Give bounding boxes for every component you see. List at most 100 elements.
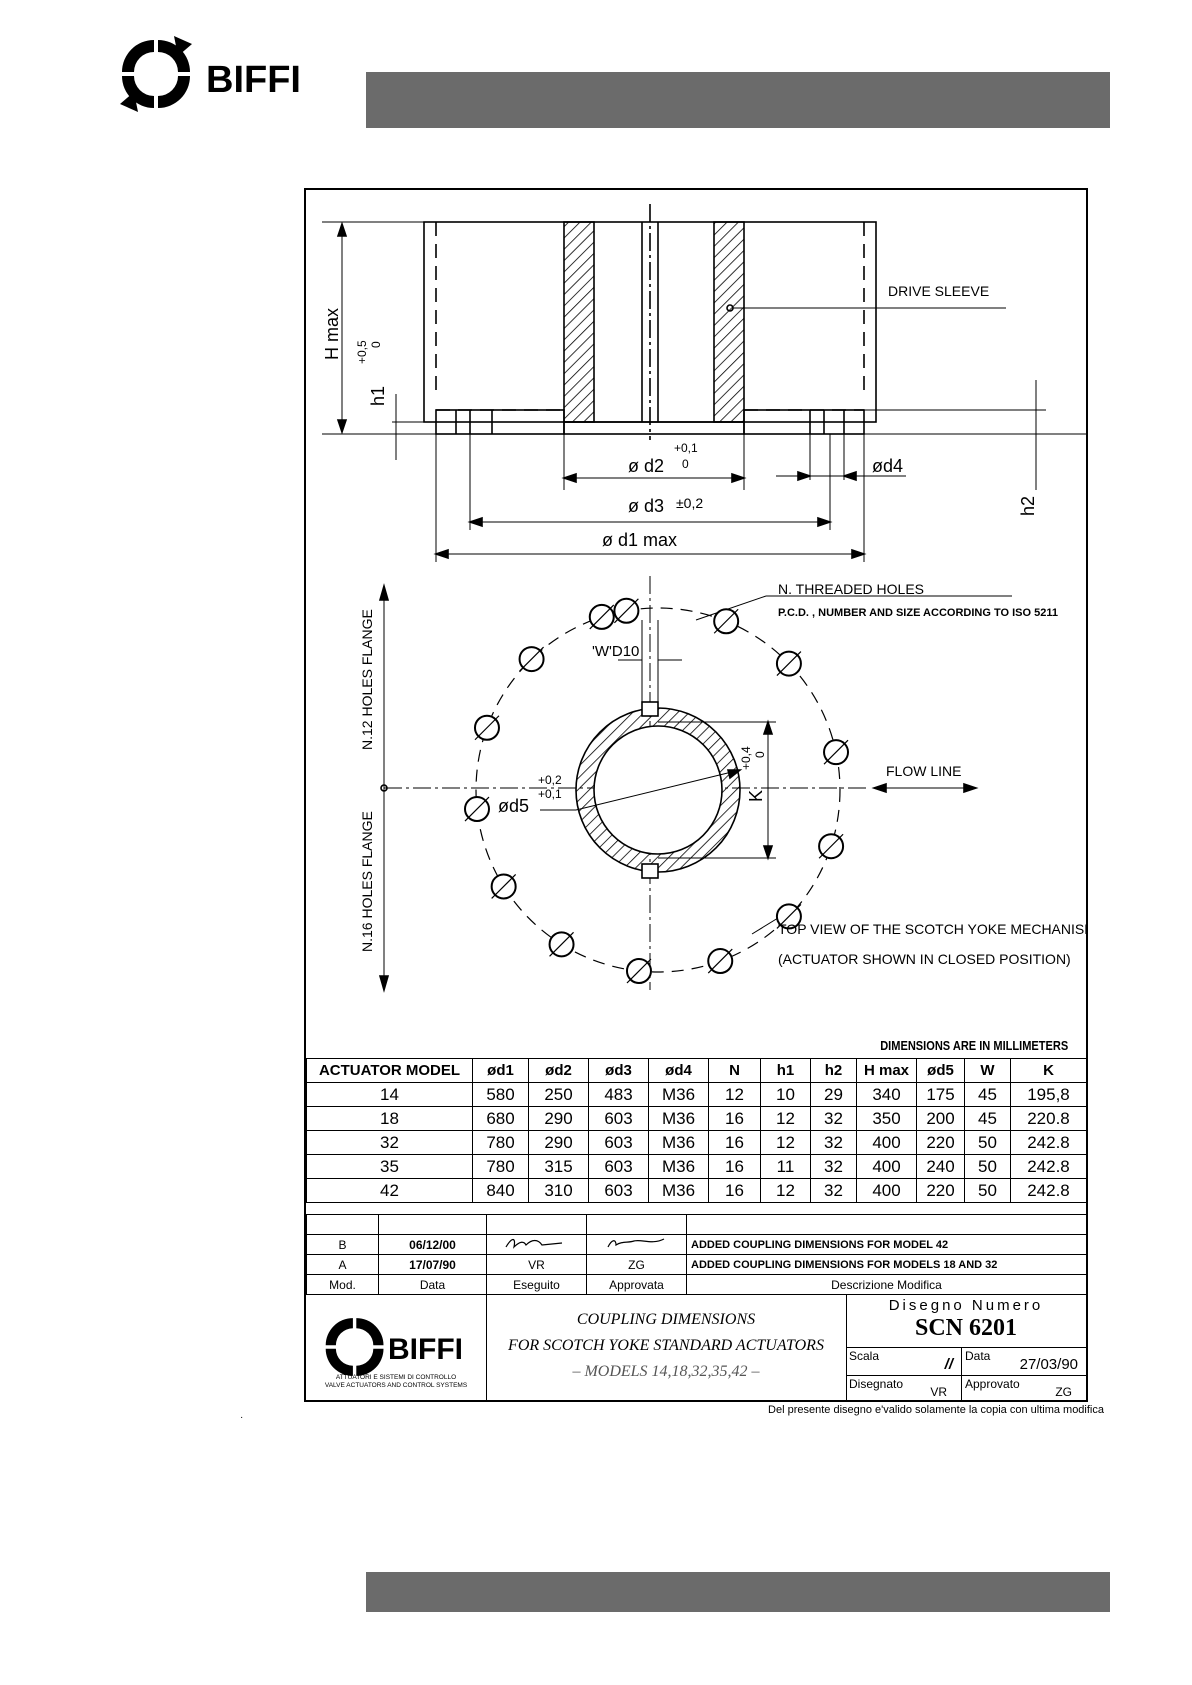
top-view-caption-1: TOP VIEW OF THE SCOTCH YOKE MECHANISM bbox=[778, 921, 1086, 937]
disegnato-label: Disegnato bbox=[849, 1377, 904, 1391]
table-cell: 220.8 bbox=[1010, 1106, 1087, 1131]
revision-header: Mod. bbox=[306, 1274, 379, 1295]
units-note: DIMENSIONS ARE IN MILLIMETERS bbox=[879, 1038, 1068, 1053]
revision-header: Descrizione Modifica bbox=[686, 1274, 1087, 1295]
table-cell: 35 bbox=[306, 1154, 473, 1179]
revision-desc: ADDED COUPLING DIMENSIONS FOR MODELS 18 … bbox=[686, 1254, 1087, 1275]
table-cell: 16 bbox=[708, 1130, 761, 1155]
table-cell: 680 bbox=[472, 1106, 529, 1131]
disegnato-value: VR bbox=[930, 1385, 947, 1399]
col-header: ød3 bbox=[588, 1058, 649, 1083]
bolt-holes bbox=[463, 597, 850, 985]
table-cell: 603 bbox=[588, 1154, 649, 1179]
revision-row: B 06/12/00 ADDED COUPLING DIMENSIONS FOR… bbox=[306, 1234, 1087, 1255]
n12-label: N.12 HOLES FLANGE bbox=[359, 609, 375, 750]
data-value: 27/03/90 bbox=[1019, 1356, 1078, 1373]
table-cell: 242.8 bbox=[1010, 1130, 1087, 1155]
scala-value: // bbox=[944, 1356, 953, 1373]
table-cell: 400 bbox=[856, 1130, 917, 1155]
data-label: Data bbox=[965, 1349, 991, 1363]
bolt-hole-icon bbox=[548, 931, 575, 958]
bolt-hole-icon bbox=[613, 597, 640, 624]
revisions-table: B 06/12/00 ADDED COUPLING DIMENSIONS FOR… bbox=[306, 1214, 1087, 1295]
flow-line-label: FLOW LINE bbox=[886, 763, 961, 779]
col-header: ACTUATOR MODEL bbox=[306, 1058, 473, 1083]
h1-tol-zero: 0 bbox=[369, 341, 383, 348]
table-cell: 45 bbox=[964, 1106, 1011, 1131]
bolt-hole-icon bbox=[775, 903, 802, 930]
title-block-logo: BIFFI ATTUATORI E SISTEMI DI CONTROLLO V… bbox=[306, 1295, 487, 1401]
d3-tol: ±0,2 bbox=[676, 495, 703, 511]
technical-drawing-sheet: DRIVE SLEEVE H max h1 +0,5 0 ø d2 +0,1 0… bbox=[304, 188, 1096, 1402]
title-block: BIFFI ATTUATORI E SISTEMI DI CONTROLLO V… bbox=[306, 1294, 1086, 1401]
drawing-title-2: FOR SCOTCH YOKE STANDARD ACTUATORS bbox=[508, 1337, 824, 1354]
table-cell: 220 bbox=[916, 1178, 965, 1203]
table-cell: 12 bbox=[760, 1106, 811, 1131]
table-cell: 603 bbox=[588, 1130, 649, 1155]
col-header: K bbox=[1010, 1058, 1087, 1083]
table-cell: 12 bbox=[760, 1130, 811, 1155]
table-cell: M36 bbox=[648, 1178, 709, 1203]
brand-name: BIFFI bbox=[206, 59, 301, 101]
d1-label: ø d1 max bbox=[602, 530, 677, 550]
scala-cell: Scala // bbox=[846, 1347, 962, 1375]
table-cell: M36 bbox=[648, 1106, 709, 1131]
table-cell: 10 bbox=[760, 1082, 811, 1107]
table-cell: 50 bbox=[964, 1154, 1011, 1179]
table-cell: 11 bbox=[760, 1154, 811, 1179]
table-cell: 32 bbox=[810, 1154, 857, 1179]
d5-tol-plus2: +0,1 bbox=[538, 787, 562, 801]
drawing-number: SCN 6201 bbox=[914, 1315, 1017, 1341]
revision-header-row: Mod. Data Eseguito Approvata Descrizione… bbox=[306, 1274, 1087, 1295]
n16-label: N.16 HOLES FLANGE bbox=[359, 811, 375, 952]
drawing-title-1: COUPLING DIMENSIONS bbox=[576, 1311, 756, 1328]
bolt-hole-icon bbox=[625, 958, 652, 985]
bolt-hole-icon bbox=[823, 739, 850, 766]
d3-label: ø d3 bbox=[628, 496, 664, 516]
h1-label: h1 bbox=[368, 386, 388, 406]
w-d10-label: 'W'D10 bbox=[592, 643, 639, 660]
scala-label: Scala bbox=[849, 1349, 880, 1363]
col-header: H max bbox=[856, 1058, 917, 1083]
bolt-hole-icon bbox=[775, 650, 802, 677]
table-cell: 603 bbox=[588, 1178, 649, 1203]
revision-signature bbox=[586, 1234, 687, 1255]
table-cell: 32 bbox=[306, 1130, 473, 1155]
table-cell: 603 bbox=[588, 1106, 649, 1131]
bolt-hole-icon bbox=[818, 833, 845, 860]
biffi-logo: BIFFI bbox=[120, 34, 330, 114]
approvato-label: Approvato bbox=[965, 1377, 1020, 1391]
revision-mod: A bbox=[306, 1254, 379, 1275]
revision-desc: ADDED COUPLING DIMENSIONS FOR MODEL 42 bbox=[686, 1234, 1087, 1255]
table-cell: 242.8 bbox=[1010, 1178, 1087, 1203]
d2-tol-plus: +0,1 bbox=[674, 441, 698, 455]
signature-icon bbox=[504, 1238, 562, 1249]
bolt-hole-icon bbox=[713, 608, 740, 635]
h2-label: h2 bbox=[1018, 496, 1038, 516]
table-cell: 195,8 bbox=[1010, 1082, 1087, 1107]
table-cell: 16 bbox=[708, 1178, 761, 1203]
d2-tol-zero: 0 bbox=[682, 457, 689, 471]
bolt-hole-icon bbox=[588, 603, 615, 630]
k-tol-zero: 0 bbox=[753, 751, 767, 758]
header-bar bbox=[366, 72, 1110, 128]
table-cell: 290 bbox=[528, 1106, 589, 1131]
table-cell: M36 bbox=[648, 1082, 709, 1107]
revision-row: A 17/07/90 VR ZG ADDED COUPLING DIMENSIO… bbox=[306, 1254, 1087, 1275]
d4-label: ød4 bbox=[872, 456, 903, 476]
drawing-title-3: – MODELS 14,18,32,35,42 – bbox=[572, 1363, 760, 1380]
side-view bbox=[322, 204, 1086, 562]
col-header: h1 bbox=[760, 1058, 811, 1083]
table-cell: 250 bbox=[528, 1082, 589, 1107]
top-view-caption-2: (ACTUATOR SHOWN IN CLOSED POSITION) bbox=[778, 951, 1071, 967]
table-cell: 220 bbox=[916, 1130, 965, 1155]
table-cell: 290 bbox=[528, 1130, 589, 1155]
revision-header: Approvata bbox=[586, 1274, 687, 1295]
d2-label: ø d2 bbox=[628, 456, 664, 476]
h-max-label: H max bbox=[322, 308, 342, 360]
drawing-number-label: Disegno Numero bbox=[888, 1297, 1044, 1314]
data-cell: Data 27/03/90 bbox=[962, 1347, 1086, 1375]
